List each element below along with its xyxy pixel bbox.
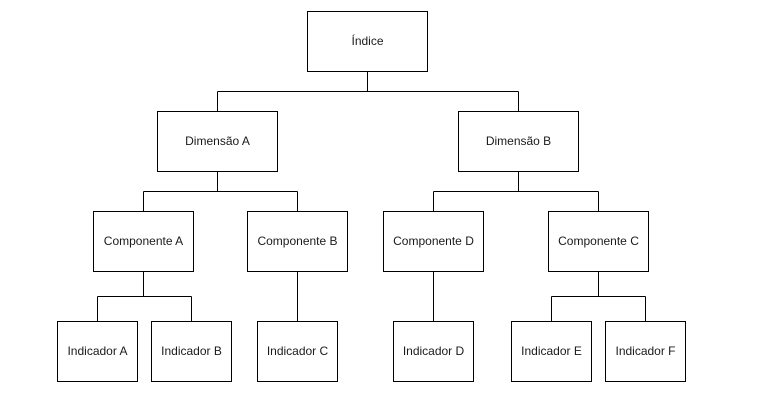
node-component-d-box	[383, 211, 484, 272]
node-dimension-a-box	[157, 111, 278, 172]
node-indicator-c-label: Indicador C	[267, 344, 329, 358]
connector-component-a-indicators	[97, 271, 192, 322]
node-indicator-e-label: Indicador E	[521, 344, 582, 358]
node-indicator-e-box	[511, 321, 592, 382]
node-indicator-a: Indicador A	[57, 321, 138, 382]
node-indicator-d: Indicador D	[393, 321, 474, 382]
node-component-d: Componente D	[383, 211, 484, 272]
node-indicator-b-box	[151, 321, 232, 382]
connectors	[97, 71, 646, 322]
connector-dimension-a-components	[143, 171, 298, 212]
node-component-a-label: Componente A	[104, 234, 183, 248]
node-indicator-e: Indicador E	[511, 321, 592, 382]
node-root-label: Índice	[351, 33, 383, 48]
connector-component-c-indicators	[551, 271, 646, 322]
node-root-box	[307, 11, 428, 72]
node-indicator-b: Indicador B	[151, 321, 232, 382]
node-indicator-b-label: Indicador B	[161, 344, 222, 358]
node-component-d-label: Componente D	[393, 234, 474, 248]
node-indicator-d-label: Indicador D	[403, 344, 465, 358]
node-indicator-c-box	[257, 321, 338, 382]
node-dimension-b: Dimensão B	[458, 111, 579, 172]
node-component-b-label: Componente B	[257, 234, 337, 248]
node-indicator-f-box	[605, 321, 686, 382]
node-component-c-label: Componente C	[558, 234, 639, 248]
node-component-c-box	[548, 211, 649, 272]
node-component-a-box	[93, 211, 194, 272]
node-component-b-box	[247, 211, 348, 272]
node-dimension-b-label: Dimensão B	[486, 134, 551, 148]
node-dimension-a: Dimensão A	[157, 111, 278, 172]
node-indicator-d-box	[393, 321, 474, 382]
node-component-b: Componente B	[247, 211, 348, 272]
connector-root-dimensions	[217, 71, 519, 112]
node-dimension-a-label: Dimensão A	[185, 134, 250, 148]
node-indicator-f-label: Indicador F	[615, 344, 675, 358]
node-indicator-a-box	[57, 321, 138, 382]
node-root: Índice	[307, 11, 428, 72]
node-indicator-f: Indicador F	[605, 321, 686, 382]
node-component-c: Componente C	[548, 211, 649, 272]
node-component-a: Componente A	[93, 211, 194, 272]
connector-dimension-b-components	[433, 171, 599, 212]
node-dimension-b-box	[458, 111, 579, 172]
node-indicator-c: Indicador C	[257, 321, 338, 382]
node-indicator-a-label: Indicador A	[67, 344, 127, 358]
